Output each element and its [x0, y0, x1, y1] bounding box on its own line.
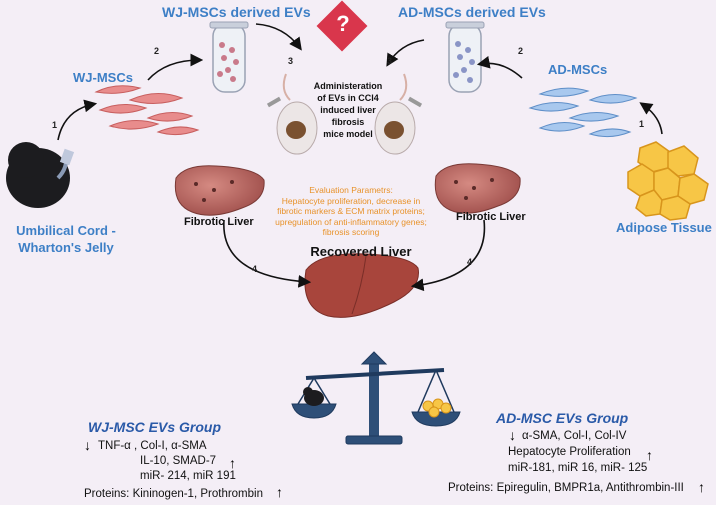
- ad-group-line3: miR-181, miR 16, miR- 125: [508, 462, 648, 474]
- ad-group-line1: α-SMA, Col-I, Col-IV: [522, 430, 627, 442]
- wj-evs-title: WJ-MSCs derived EVs: [162, 4, 311, 20]
- ad-evs-title: AD-MSCs derived EVs: [398, 4, 546, 20]
- ad-group-line2: Hepatocyte Proliferation: [508, 446, 631, 458]
- question-mark: ?: [336, 11, 350, 36]
- umbilical-cord-label: Umbilical Cord - Wharton's Jelly: [16, 223, 116, 255]
- ad-up-arrow-icon: ↑: [646, 447, 653, 463]
- balance-scale-icon: [291, 351, 461, 445]
- ad-mscs-label: AD-MSCs: [548, 62, 608, 77]
- fibrotic-liver-left-label: Fibrotic Liver: [184, 216, 254, 228]
- step-4-right: 4: [467, 257, 473, 267]
- ad-group-title: AD-MSC EVs Group: [496, 410, 629, 426]
- flow-arrows: [57, 23, 663, 292]
- recovered-liver-label: Recovered Liver: [310, 244, 412, 259]
- step-1-left: 1: [52, 120, 58, 130]
- ad-protein-up-arrow-icon: ↑: [698, 479, 705, 495]
- wj-down-arrow-icon: ↓: [84, 437, 91, 453]
- scale-adipose-icon: [422, 398, 452, 418]
- fibrotic-liver-right-label: Fibrotic Liver: [456, 211, 526, 223]
- adipose-tissue-label: Adipose Tissue: [616, 220, 712, 235]
- step-3-right: 3: [387, 56, 393, 66]
- wj-msc-cells-icon: [94, 85, 200, 136]
- evaluation-text: Evaluation Parametrs: Hepatocyte prolife…: [275, 185, 427, 237]
- wj-ev-tube-icon: [209, 21, 249, 93]
- wj-group-line2: IL-10, SMAD-7: [140, 455, 217, 467]
- ad-group-line4: Proteins: Epiregulin, BMPR1a, Antithromb…: [448, 482, 684, 494]
- mouse-left-icon: [266, 73, 318, 155]
- recovered-liver-icon: [304, 253, 419, 318]
- fetus-icon: [6, 142, 75, 208]
- fibrotic-liver-left-icon: [174, 165, 265, 216]
- wj-up-arrow-icon: ↑: [229, 455, 236, 471]
- step-2-right: 2: [518, 46, 524, 56]
- ad-down-arrow-icon: ↓: [509, 427, 516, 443]
- step-2-left: 2: [154, 46, 160, 56]
- step-3-left: 3: [288, 56, 294, 66]
- wj-group-title: WJ-MSC EVs Group: [88, 419, 222, 435]
- mouse-right-icon: [374, 73, 423, 155]
- mice-model-text: Administeration of EVs in CCl4 induced l…: [313, 81, 383, 139]
- fibrotic-liver-right-icon: [434, 163, 521, 214]
- wj-group-line3: miR- 214, miR 191: [140, 470, 236, 482]
- ad-ev-tube-icon: [445, 21, 485, 93]
- step-1-right: 1: [639, 119, 645, 129]
- adipose-tissue-icon: [627, 141, 709, 221]
- scale-fetus-icon: [303, 387, 324, 406]
- wj-group-line1: TNF-α , Col-I, α-SMA: [98, 440, 207, 452]
- wj-group-line4: Proteins: Kininogen-1, Prothrombin: [84, 488, 263, 500]
- wj-mscs-label: WJ-MSCs: [73, 70, 133, 85]
- wj-protein-up-arrow-icon: ↑: [276, 484, 283, 500]
- step-4-left: 4: [252, 264, 258, 274]
- ad-msc-cells-icon: [528, 87, 638, 138]
